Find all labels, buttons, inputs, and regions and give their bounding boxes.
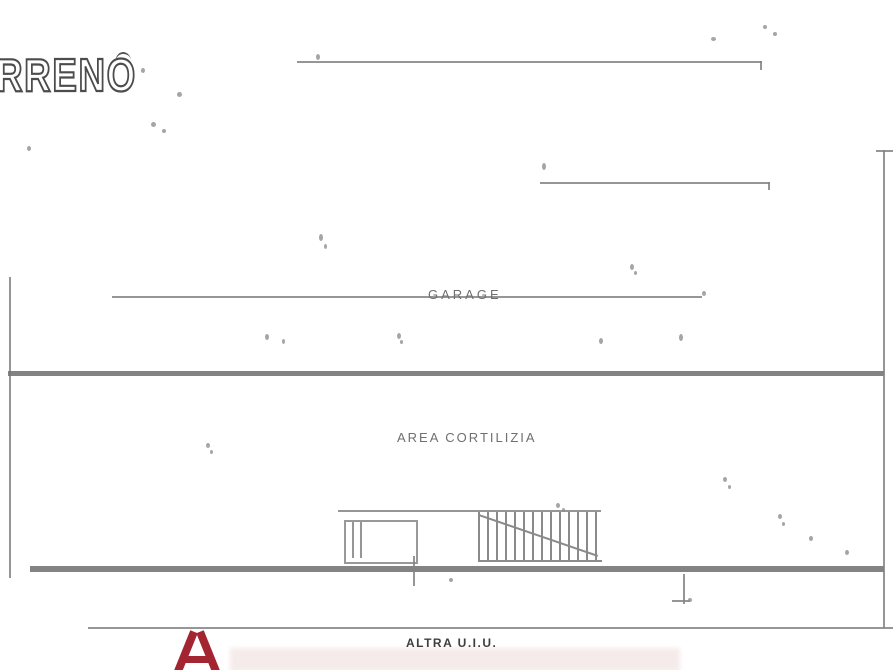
wall-line-right-boundary: [883, 150, 885, 628]
other-unit-label: ALTRA U.I.U.: [406, 636, 498, 650]
scan-speckle: [562, 508, 565, 512]
wall-tick-upper-right: [768, 182, 770, 190]
scan-speckle: [265, 334, 269, 340]
watermark-logo-a: [184, 656, 210, 663]
scan-speckle: [782, 522, 785, 526]
scan-speckle: [316, 54, 320, 60]
scan-speckle: [702, 291, 706, 296]
scan-speckle: [282, 339, 285, 344]
wall-tick-top-right: [760, 61, 762, 70]
scan-speckle: [542, 163, 546, 170]
watermark-text-faint: [230, 648, 680, 670]
watermark-logo-a: [196, 630, 222, 670]
scan-speckle: [319, 234, 323, 241]
wall-opening-mark: [413, 556, 415, 586]
wall-line-left-boundary: [9, 277, 11, 578]
scan-speckle: [162, 129, 166, 133]
stair-landing-line: [352, 522, 354, 558]
scan-speckle: [556, 503, 560, 508]
scan-speckle: [599, 338, 603, 344]
scan-speckle: [397, 333, 401, 339]
scan-speckle: [688, 598, 692, 602]
garage-label: GARAGE: [428, 287, 502, 302]
stair-top-edge: [338, 510, 601, 512]
scan-speckle: [728, 485, 731, 489]
scan-speckle: [711, 37, 716, 41]
scan-speckle: [630, 264, 634, 270]
scan-speckle: [634, 271, 637, 275]
scan-speckle: [177, 92, 182, 97]
scan-speckle: [324, 244, 327, 249]
wall-band-middle: [8, 371, 884, 376]
wall-stub-below: [683, 574, 685, 604]
wall-line-garage: [112, 296, 702, 298]
scan-speckle: [773, 32, 777, 36]
wall-line-upper-right: [540, 182, 770, 184]
wall-line-top: [297, 61, 762, 63]
watermark-logo-a: [172, 630, 198, 670]
scan-speckle: [449, 578, 453, 582]
floor-title: RRENO: [0, 49, 137, 101]
courtyard-label: AREA CORTILIZIA: [397, 430, 537, 445]
stair-landing-box: [344, 520, 418, 564]
scan-speckle: [763, 25, 767, 29]
scan-speckle: [141, 68, 145, 73]
stair-landing-line: [360, 522, 362, 558]
scan-speckle: [210, 450, 213, 454]
scan-speckle: [27, 146, 31, 151]
scan-speckle: [206, 443, 210, 448]
scan-speckle: [723, 477, 727, 482]
scan-speckle: [151, 122, 156, 127]
wall-stub-mark: [672, 600, 690, 602]
scan-speckle: [400, 340, 403, 344]
wall-band-bottom: [30, 566, 884, 572]
scan-speckle: [809, 536, 813, 541]
parcel-line-bottom: [88, 627, 893, 629]
scan-speckle: [778, 514, 782, 519]
scan-speckle: [845, 550, 849, 555]
scan-speckle: [679, 334, 683, 341]
